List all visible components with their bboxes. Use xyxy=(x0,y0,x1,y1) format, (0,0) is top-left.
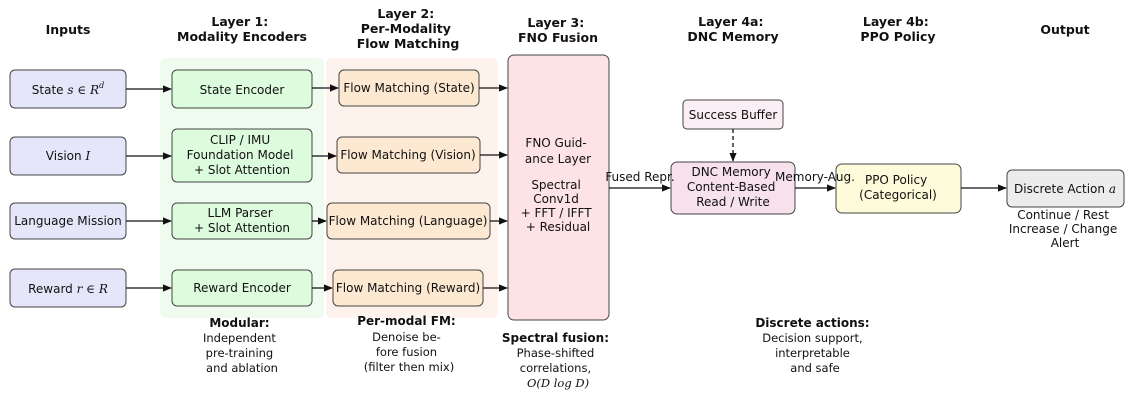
fno-guidance-label: FNO Guid- ance Layer xyxy=(525,136,591,166)
input-reward-label: Reward r ∈ R xyxy=(28,282,108,296)
header-layer2: Layer 2: Per-Modality Flow Matching xyxy=(357,6,460,51)
fno-spectral-label: Spectral Conv1d + FFT / IFFT + Residual xyxy=(521,178,596,234)
success-buffer-label: Success Buffer xyxy=(689,108,778,122)
flow-reward-label: Flow Matching (Reward) xyxy=(336,281,480,295)
encoder-language-label: LLM Parser + Slot Attention xyxy=(194,206,290,235)
header-layer1: Layer 1: Modality Encoders xyxy=(177,14,307,44)
encoder-state-box xyxy=(171,69,313,109)
output-action-label: Discrete Action a xyxy=(1014,182,1116,196)
dnc-memory-label: DNC Memory Content-Based Read / Write xyxy=(687,165,779,209)
input-vision-label: Vision I xyxy=(46,149,91,163)
encoder-band xyxy=(160,58,324,318)
header-output: Output xyxy=(1040,22,1089,37)
header-layer3: Layer 3: FNO Fusion xyxy=(518,15,598,45)
encoder-vision-label: CLIP / IMU Foundation Model + Slot Atten… xyxy=(187,133,298,177)
note-modular: Modular: Independent pre-training and ab… xyxy=(203,312,281,375)
output-action-box xyxy=(1006,169,1125,208)
flow-state-label: Flow Matching (State) xyxy=(343,81,474,95)
header-layer4a: Layer 4a: DNC Memory xyxy=(687,14,778,44)
flow-band xyxy=(326,58,498,318)
encoder-state-label: State Encoder xyxy=(200,83,285,97)
note-spectral-fusion: Spectral fusion: Phase-shifted correlati… xyxy=(502,327,614,390)
flow-language-label: Flow Matching (Language) xyxy=(329,214,488,228)
output-caption: Continue / Rest Increase / Change Alert xyxy=(1009,208,1121,250)
input-state-label: State s ∈ Rd xyxy=(32,81,104,97)
flow-vision-label: Flow Matching (Vision) xyxy=(340,148,475,162)
note-per-modal-fm: Per-modal FM: Denoise be- fore fusion (f… xyxy=(357,310,461,374)
ppo-policy-label: PPO Policy (Categorical) xyxy=(859,173,937,202)
header-layer4b: Layer 4b: PPO Policy xyxy=(860,14,935,44)
header-inputs: Inputs xyxy=(46,22,91,37)
encoder-reward-label: Reward Encoder xyxy=(193,281,291,295)
note-discrete-actions: Discrete actions: Decision support, inte… xyxy=(755,312,874,375)
edge-label-memory-aug: Memory-Aug. xyxy=(775,170,855,184)
edge-label-fused: Fused Repr. xyxy=(605,170,674,184)
input-language-label: Language Mission xyxy=(14,214,122,228)
